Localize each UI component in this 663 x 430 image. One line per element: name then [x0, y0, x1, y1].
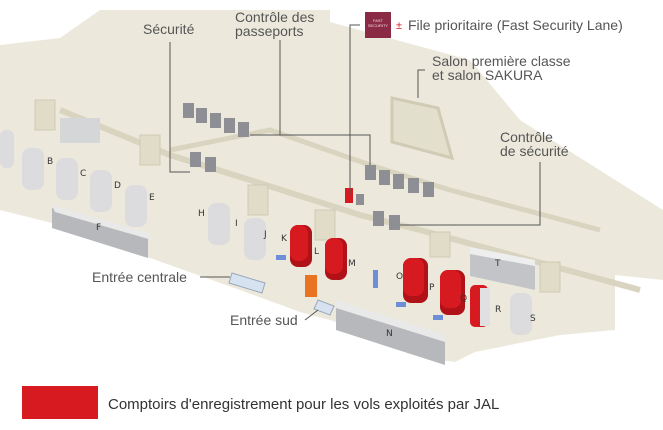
- priority-lane-label: File prioritaire (Fast Security Lane): [408, 17, 623, 33]
- security-label: Sécurité: [143, 21, 195, 37]
- fast-security-lane-booth: [345, 188, 353, 203]
- legend-swatch-jal: [22, 386, 98, 419]
- leader-lines: [169, 24, 541, 321]
- stairs: [34, 99, 561, 293]
- counter-label-r: R: [495, 305, 501, 315]
- passport-control-label-1: Contrôle des: [235, 9, 315, 25]
- south-entrance-door[interactable]: [313, 299, 335, 316]
- counter-label-e: E: [149, 193, 155, 203]
- orange-facility: [305, 275, 317, 297]
- counter-label-m: M: [348, 259, 356, 269]
- priority-lane-icon: ±: [396, 20, 403, 32]
- counter-label-n: N: [386, 329, 393, 339]
- passport-control-label-2: passeports: [235, 23, 304, 39]
- counter-label-o: O: [396, 272, 403, 282]
- counter-label-p: P: [429, 283, 435, 293]
- lounge-label-2: et salon SAKURA: [432, 67, 543, 83]
- kiosks: [276, 255, 443, 320]
- counter-label-c: C: [80, 169, 86, 179]
- counter-label-q: Q: [460, 294, 467, 304]
- counter-label-i: I: [235, 219, 238, 229]
- south-entrance-label: Entrée sud: [230, 312, 298, 328]
- counter-label-l: L: [314, 247, 319, 257]
- counter-label-h: H: [198, 209, 205, 219]
- counter-label-d: D: [114, 181, 121, 191]
- counter-label-s: S: [530, 314, 536, 324]
- central-entrance-label: Entrée centrale: [92, 269, 187, 285]
- central-entrance-door[interactable]: [228, 272, 266, 294]
- counter-label-j: J: [263, 230, 267, 240]
- counter-blocks: [52, 118, 535, 365]
- counter-label-t: T: [494, 259, 501, 269]
- checkin-pods: [0, 130, 532, 335]
- counter-label-b: B: [47, 157, 53, 167]
- legend-text: Comptoirs d'enregistrement pour les vols…: [108, 396, 500, 413]
- security-control-label-2: de sécurité: [500, 143, 569, 159]
- counter-label-k: K: [281, 234, 288, 244]
- security-control-label-1: Contrôle: [500, 129, 553, 145]
- counter-label-f: F: [96, 223, 101, 233]
- passport-booths: [183, 103, 434, 230]
- lounge-area: [390, 96, 455, 161]
- counter-letters: B C D E F H I J K L M N O P Q R S T: [47, 157, 536, 339]
- lounge-label-1: Salon première classe: [432, 53, 571, 69]
